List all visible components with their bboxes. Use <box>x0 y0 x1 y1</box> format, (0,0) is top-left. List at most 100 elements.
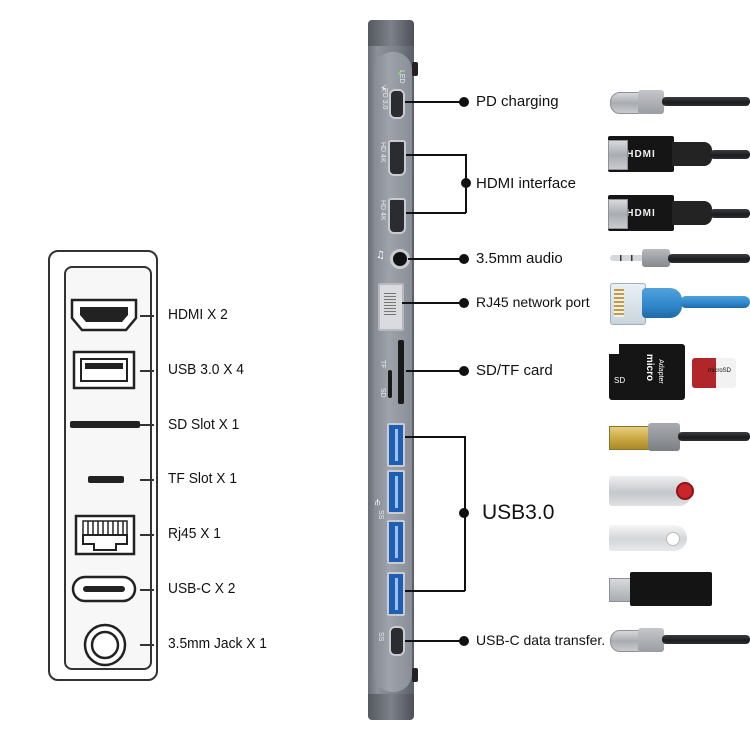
callout-line-hdmi <box>406 212 466 214</box>
tf-slot-icon <box>88 476 124 483</box>
rj45-cable-boot <box>642 288 682 318</box>
legend-label-audio: 3.5mm Jack X 1 <box>168 635 267 652</box>
hub-bottom-cap <box>368 694 414 720</box>
usb-a-boot <box>648 423 680 451</box>
callout-line-sdtf <box>406 370 462 372</box>
usb3-port-2[interactable] <box>387 470 405 514</box>
callout-line-usbc <box>405 640 462 642</box>
hdmi-cable-boot-1 <box>672 142 712 166</box>
hdmi-cable-plug-2 <box>608 199 628 229</box>
usb-a-cable-wire <box>678 432 750 441</box>
headphone-icon: ♫ <box>376 250 385 261</box>
legend-tick <box>140 479 154 481</box>
callout-sdtf: SD/TF card <box>476 362 553 379</box>
legend-label-sd: SD Slot X 1 <box>168 416 240 433</box>
audio-port[interactable] <box>390 249 410 269</box>
tf-card-slot[interactable] <box>388 370 392 398</box>
data-usb-c-port[interactable] <box>389 626 405 656</box>
callout-line-hdmi <box>406 154 466 156</box>
audio-plug-tip <box>610 255 644 261</box>
callout-dot-usb3 <box>459 508 469 518</box>
audio-plug-body <box>642 249 670 267</box>
micro-sd-card <box>692 358 736 388</box>
legend-label-usb: USB 3.0 X 4 <box>168 361 244 378</box>
callout-usb3: USB3.0 <box>482 501 555 524</box>
lightning-icon: ⚡ <box>380 84 388 95</box>
callout-line-usb3 <box>405 436 465 438</box>
pd-usb-c-port[interactable] <box>389 89 405 119</box>
hub-label-tf: TF <box>379 360 386 369</box>
hub-label-ss: SS <box>377 510 384 520</box>
micro-sd-card-text: microSD <box>708 368 732 374</box>
legend-label-usbc: USB-C X 2 <box>168 580 236 597</box>
hub-edge <box>412 668 418 682</box>
usb3-port-4[interactable] <box>387 572 405 616</box>
callout-usbc-data: USB-C data transfer. <box>476 632 606 648</box>
audio-jack-icon <box>82 622 128 673</box>
hdmi-cable-wire-2 <box>710 209 750 218</box>
usb3-port-3[interactable] <box>387 520 405 564</box>
callout-dot-sdtf <box>459 366 469 376</box>
sd-adapter-text: Adapter <box>656 359 664 384</box>
audio-cable-wire <box>668 254 750 263</box>
rj45-plug-contacts <box>614 289 624 317</box>
rj45-port-contacts <box>384 293 396 317</box>
rj45-cable-wire <box>680 296 750 308</box>
legend-label-hdmi: HDMI X 2 <box>168 306 228 323</box>
hdmi-cable-plug-1 <box>608 140 628 170</box>
legend-label-rj45: Rj45 X 1 <box>168 525 221 542</box>
legend-tick <box>140 370 154 372</box>
callout-dot-hdmi <box>461 178 471 188</box>
led-indicator <box>398 72 401 75</box>
hub-label-hdmi-2: HD 4K <box>379 200 386 221</box>
port-legend-inner <box>64 266 152 670</box>
callout-line-audio <box>408 258 462 260</box>
hub-label-sd: SD <box>379 388 386 398</box>
usb-c-port-icon <box>71 575 137 608</box>
usb-a-plug <box>609 426 651 450</box>
legend-tick <box>140 589 154 591</box>
callout-dot-pd <box>459 97 469 107</box>
callout-dot-audio <box>459 254 469 264</box>
callout-line-pd <box>405 101 461 103</box>
usb-c-cable-wire-bottom <box>662 635 750 644</box>
legend-tick <box>140 424 154 426</box>
callout-line-usb3 <box>405 590 465 592</box>
usb-c-cable-wire <box>662 97 750 106</box>
callout-hdmi-interface: HDMI interface <box>476 175 577 192</box>
hdmi-port-2[interactable] <box>388 198 406 234</box>
usb-c-cable-boot <box>638 90 664 114</box>
hdmi-port-icon <box>70 298 138 337</box>
callout-dot-usbc <box>459 636 469 646</box>
callout-line-rj45 <box>402 302 462 304</box>
sd-adapter-notch <box>609 344 619 354</box>
usb-dongle-body <box>630 572 712 606</box>
sd-adapter-sd-text: SD <box>614 376 626 385</box>
hub-top-cap <box>368 20 414 46</box>
usb-trident-icon: ⫛ <box>375 498 381 508</box>
hub-label-hdmi-1: HD 4K <box>379 142 386 163</box>
flash-drive-silver-hole <box>666 532 680 546</box>
legend-tick <box>140 534 154 536</box>
sd-adapter-micro-text: micro <box>644 353 656 382</box>
hub-edge <box>412 62 418 76</box>
usb-c-cable-boot-bottom <box>638 628 664 652</box>
usb-dongle-plug <box>609 578 633 602</box>
callout-audio: 3.5mm audio <box>476 250 563 267</box>
usb-a-port-icon <box>72 350 136 395</box>
hdmi-port-1[interactable] <box>388 140 406 176</box>
hdmi-cable-wire-1 <box>710 150 750 159</box>
hdmi-cable-boot-2 <box>672 201 712 225</box>
usb3-port-1[interactable] <box>387 423 405 467</box>
sd-adapter-card <box>609 344 685 400</box>
callout-pd-charging: PD charging <box>476 93 559 110</box>
hub-label-ss-bottom: SS <box>377 632 384 642</box>
legend-label-tf: TF Slot X 1 <box>168 470 238 487</box>
flash-drive-ring <box>676 482 694 500</box>
callout-dot-rj45 <box>459 298 469 308</box>
legend-tick <box>140 315 154 317</box>
legend-tick <box>140 644 154 646</box>
sd-slot-icon <box>70 421 140 428</box>
sd-card-slot[interactable] <box>398 340 404 404</box>
callout-rj45: RJ45 network port <box>476 294 590 310</box>
